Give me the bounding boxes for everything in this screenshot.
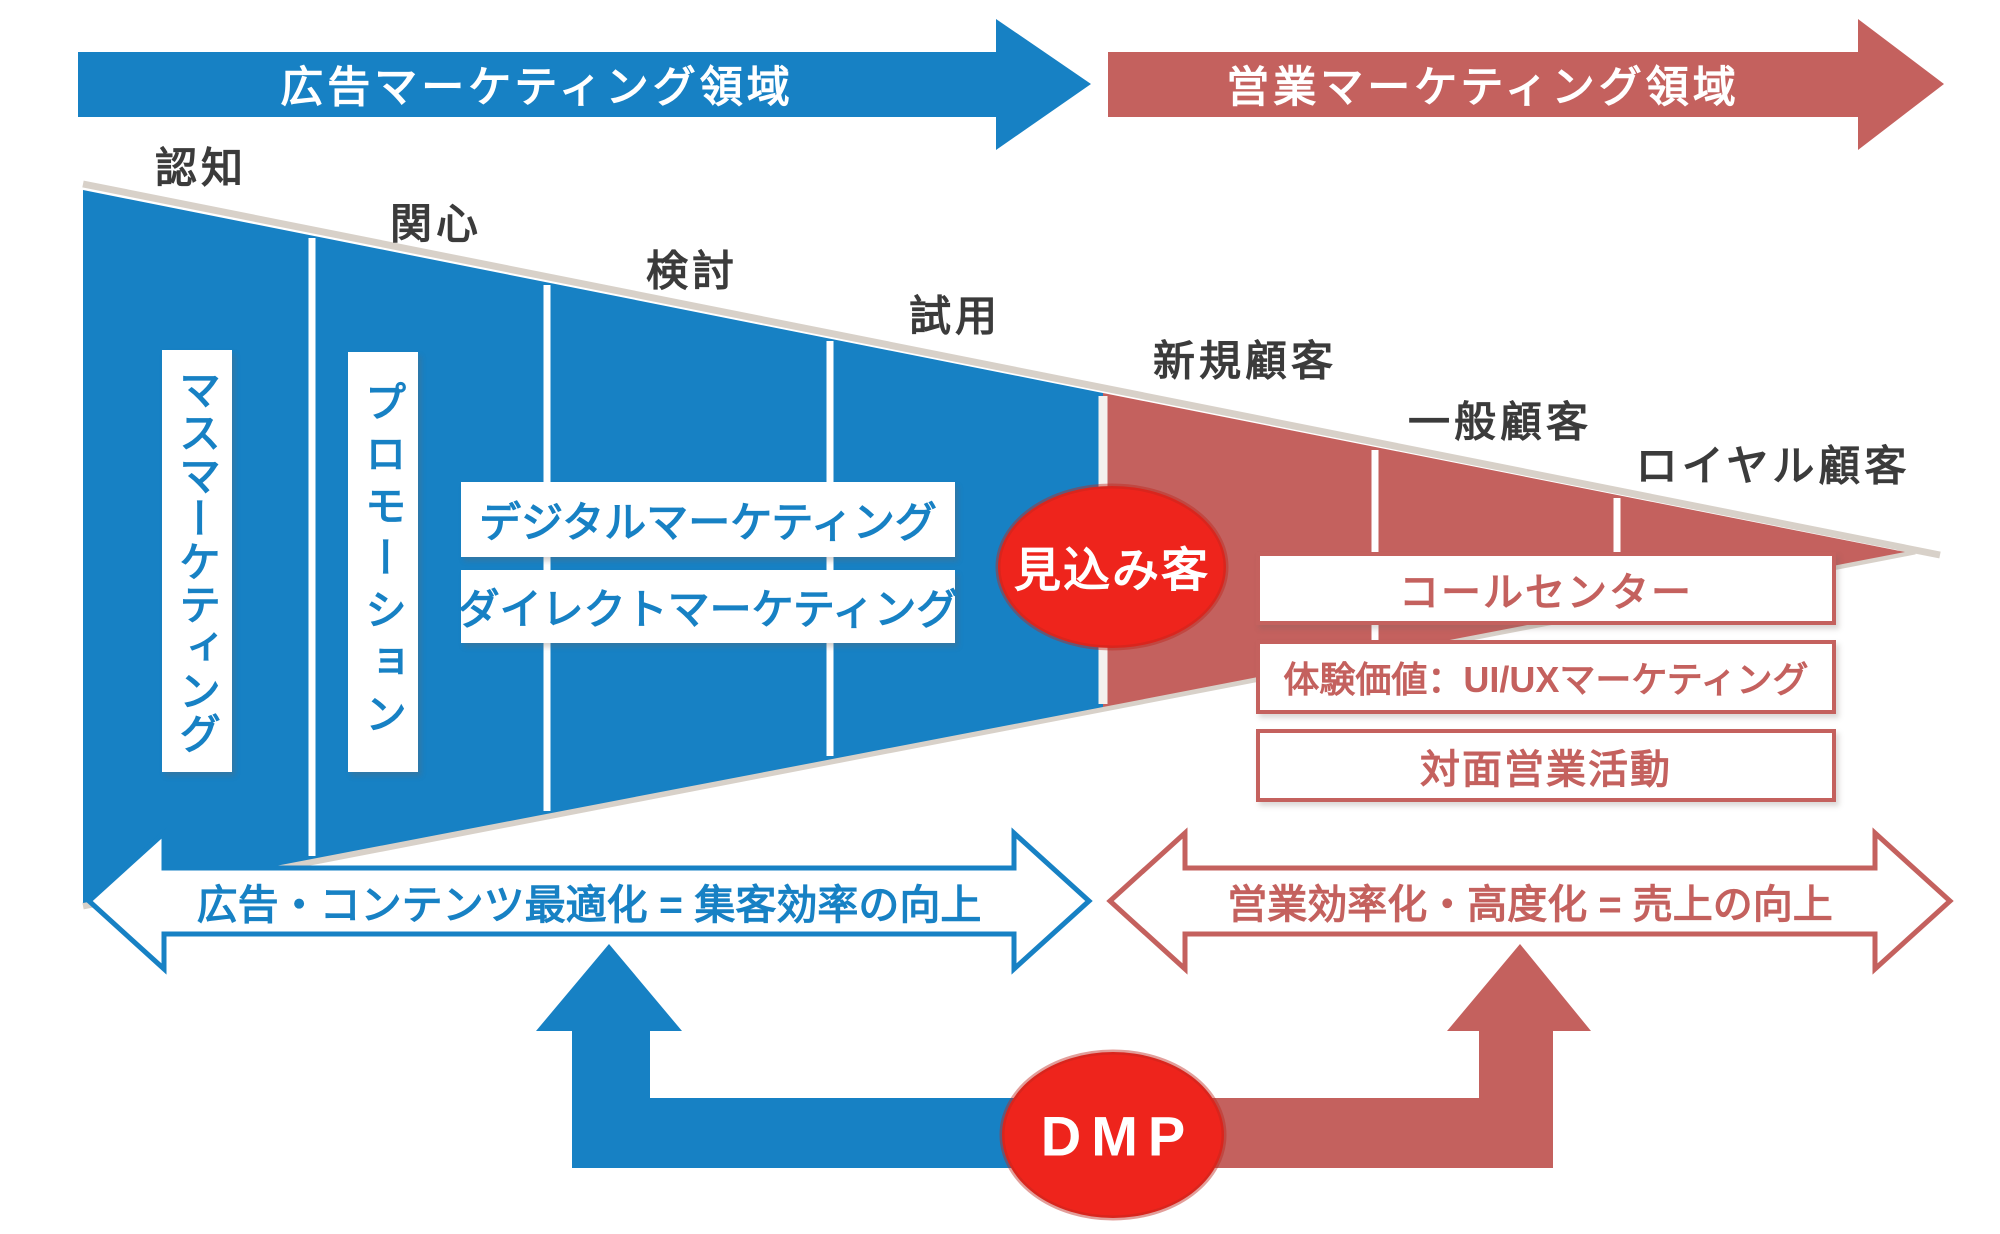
stage-label-awareness: 認知 (154, 144, 248, 192)
stage-label-trial: 試用 (908, 292, 1002, 340)
funnel-top-shadow (82, 180, 1941, 559)
dmp-ellipse (999, 1049, 1227, 1221)
stage-label-loyal-customer: ロイヤル顧客 (1635, 442, 1911, 490)
stage-label-interest: 関心 (389, 200, 483, 248)
sales-domain-banner-label: 営業マーケティング領域 (1226, 64, 1740, 112)
mass-marketing-box: マスマーケティング (162, 350, 232, 772)
experience-value-box: 体験価値：UI/UXマーケティング (1256, 640, 1836, 714)
stage-label-general-customer: 一般顧客 (1407, 398, 1593, 446)
ad-optimization-label: 広告・コンテンツ最適化 = 集客効率の向上 (196, 882, 982, 928)
dmp-label: DMP (1040, 1104, 1196, 1168)
face-to-face-sales-box: 対面営業活動 (1256, 729, 1836, 802)
direct-marketing-box: ダイレクトマーケティング (458, 570, 958, 643)
sales-optimization-label: 営業効率化・高度化 = 売上の向上 (1227, 883, 1833, 927)
ad-domain-banner-label: 広告マーケティング領域 (280, 64, 794, 112)
dmp-feedback-arrow-red (1175, 944, 1591, 1168)
sales-domain-banner-arrow (1108, 19, 1944, 150)
prospect-ellipse (995, 483, 1229, 651)
call-center-box: コールセンター (1256, 552, 1836, 625)
promotion-box: プロモーション (348, 352, 418, 772)
stage-label-consideration: 検討 (645, 247, 739, 295)
ad-optimization-double-arrow (85, 827, 1093, 975)
stage-label-new-customer: 新規顧客 (1152, 337, 1338, 385)
ad-domain-banner-arrow (78, 19, 1091, 150)
sales-optimization-double-arrow (1106, 827, 1954, 975)
funnel-red-region (1103, 393, 1905, 707)
digital-marketing-box: デジタルマーケティング (461, 482, 955, 557)
prospect-label: 見込み客 (1014, 543, 1210, 597)
dmp-feedback-arrow-blue (536, 944, 1050, 1168)
